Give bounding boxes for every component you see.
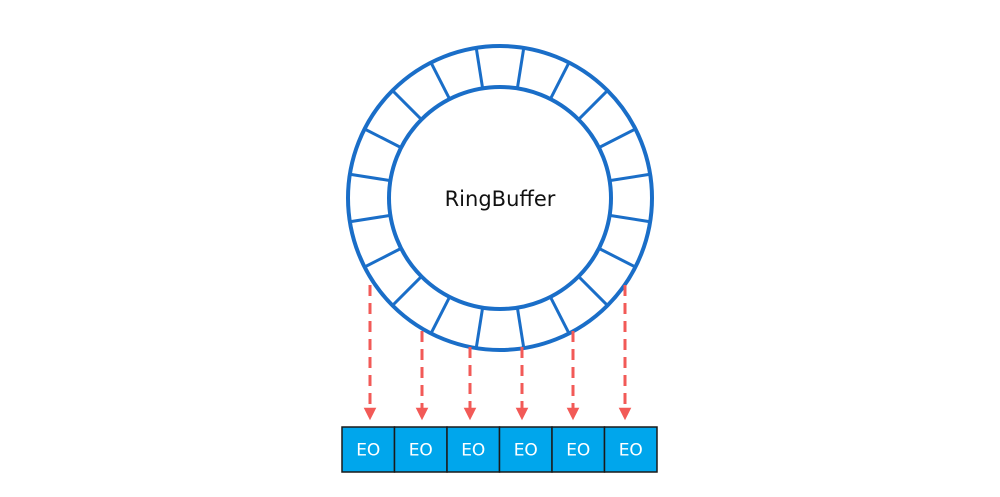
- event-object-box: EO: [446, 426, 501, 473]
- ring-slot-divider: [474, 307, 485, 349]
- ring-slot-divider: [609, 172, 651, 183]
- event-object-rect: [446, 426, 501, 473]
- event-object-box: EO: [341, 426, 396, 473]
- ring-slot-divider: [363, 247, 402, 269]
- ring-slot-divider: [429, 61, 451, 100]
- ring-buffer: RingBuffer: [346, 44, 654, 352]
- event-object-label: EO: [514, 441, 538, 461]
- event-object-rect: [393, 426, 448, 473]
- event-object-label: EO: [619, 441, 643, 461]
- ring-buffer-label: RingBuffer: [445, 187, 556, 211]
- ring-slot-divider: [577, 275, 609, 307]
- event-object-label: EO: [566, 441, 590, 461]
- ring-slot-divider: [598, 127, 637, 149]
- event-object-rect: [498, 426, 553, 473]
- ring-slot-divider: [429, 296, 451, 335]
- ring-slot-divider: [598, 247, 637, 269]
- event-object-box: EO: [498, 426, 553, 473]
- ring-slot-divider: [391, 89, 423, 121]
- event-object-label: EO: [356, 441, 380, 461]
- event-object-label: EO: [461, 441, 485, 461]
- ring-slot-divider: [391, 275, 423, 307]
- event-object-box: EO: [551, 426, 606, 473]
- event-object-box: EO: [603, 426, 658, 473]
- ring-slot-divider: [515, 47, 526, 89]
- ring-slot-divider: [515, 307, 526, 349]
- ring-slots: [349, 47, 651, 349]
- ring-slot-divider: [363, 127, 402, 149]
- event-object-label: EO: [409, 441, 433, 461]
- event-object-row: EO EO EO EO EO EO: [341, 426, 658, 473]
- event-object-box: EO: [393, 426, 448, 473]
- ring-slot-divider: [577, 89, 609, 121]
- ring-inner-circle: [387, 85, 613, 311]
- ring-slot-divider: [474, 47, 485, 89]
- ring-slot-divider: [609, 213, 651, 224]
- consumer-arrows: [363, 285, 632, 421]
- ring-slot-divider: [549, 296, 571, 335]
- ring-outer-circle: [346, 44, 654, 352]
- event-object-rect: [603, 426, 658, 473]
- event-object-rect: [551, 426, 606, 473]
- ring-slot-divider: [549, 61, 571, 100]
- ring-slot-divider: [349, 172, 391, 183]
- ring-slot-divider: [349, 213, 391, 224]
